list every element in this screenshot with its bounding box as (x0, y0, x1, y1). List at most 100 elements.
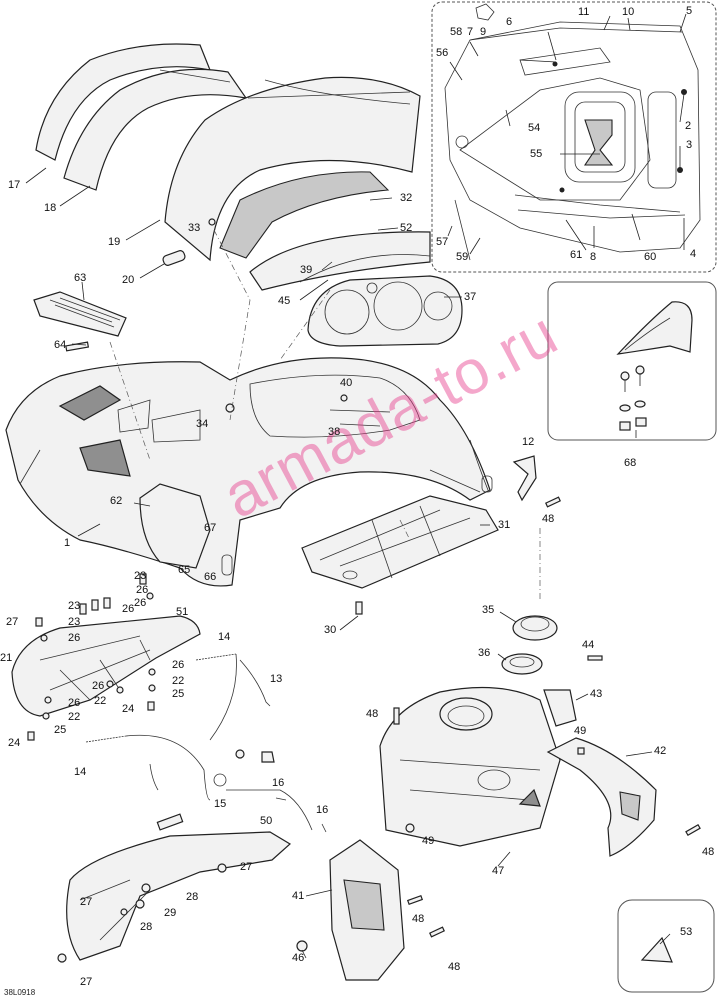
callout-60: 60 (644, 251, 657, 263)
side-panel-right (546, 737, 657, 857)
callout-1: 1 (64, 537, 71, 549)
springs-and-cables (85, 653, 327, 833)
mirror-detail-inset (547, 281, 717, 441)
callout-54: 54 (528, 122, 541, 134)
cluster-detail-inset (431, 1, 717, 273)
plate (543, 689, 577, 727)
callout-27-d: 27 (80, 976, 93, 988)
callout-6: 6 (506, 16, 513, 28)
callout-45: 45 (278, 295, 291, 307)
panel-insert-right (619, 791, 641, 821)
callout-26-g: 26 (134, 597, 147, 609)
callout-34: 34 (196, 418, 209, 430)
callout-22-a: 22 (172, 675, 185, 687)
callout-49-a: 49 (574, 725, 587, 737)
callout-48-e: 48 (448, 961, 461, 973)
callout-49-b: 49 (422, 835, 435, 847)
cap-part-53 (640, 936, 673, 963)
rear-bumper (57, 813, 292, 963)
callout-2: 2 (685, 120, 692, 132)
callout-27-a: 27 (6, 616, 19, 628)
callout-35: 35 (482, 604, 495, 616)
drawing-code: 38L0918 (4, 988, 36, 997)
callout-9: 9 (480, 26, 487, 38)
callout-17: 17 (8, 179, 21, 191)
callout-61: 61 (570, 249, 583, 261)
callout-26-a: 26 (136, 584, 149, 596)
side-panel-left (296, 839, 405, 981)
callout-38: 38 (328, 426, 341, 438)
callout-40: 40 (340, 377, 353, 389)
screws (406, 496, 701, 938)
callout-47: 47 (492, 865, 505, 877)
hood-main (5, 357, 493, 587)
callout-23-a: 23 (134, 570, 147, 582)
callout-5: 5 (686, 5, 693, 17)
callout-26-e: 26 (92, 680, 105, 692)
callout-37: 37 (464, 291, 477, 303)
mirror-assembly (616, 301, 693, 431)
callout-55: 55 (530, 148, 543, 160)
callout-14-upper: 14 (218, 631, 231, 643)
callout-56: 56 (436, 47, 449, 59)
callout-67: 67 (204, 522, 217, 534)
callout-59: 59 (456, 251, 469, 263)
callout-62: 62 (110, 495, 123, 507)
callout-53: 53 (680, 926, 693, 938)
callout-30: 30 (324, 624, 337, 636)
callout-50: 50 (260, 815, 273, 827)
callout-66: 66 (204, 571, 217, 583)
callout-23-c: 23 (68, 616, 81, 628)
callout-26-c: 26 (68, 632, 81, 644)
callout-4: 4 (690, 248, 697, 260)
callout-19: 19 (108, 236, 121, 248)
callout-22-b: 22 (94, 695, 107, 707)
callout-25-b: 25 (54, 724, 67, 736)
callout-48-b: 48 (366, 708, 379, 720)
callout-29: 29 (164, 907, 177, 919)
callout-22-c: 22 (68, 711, 81, 723)
callout-25-a: 25 (172, 688, 185, 700)
callout-28-b: 28 (140, 921, 153, 933)
callout-3: 3 (686, 139, 693, 151)
callout-52: 52 (400, 222, 413, 234)
callout-8: 8 (590, 251, 597, 263)
tray (301, 495, 499, 615)
callout-32: 32 (400, 192, 413, 204)
callout-48-a: 48 (542, 513, 555, 525)
callout-43: 43 (590, 688, 603, 700)
bracket (512, 455, 537, 502)
gauge-bezel (299, 254, 463, 347)
cluster-housing-detail (444, 3, 701, 261)
callout-24-a: 24 (122, 703, 135, 715)
callout-48-c: 48 (702, 846, 715, 858)
callout-24-b: 24 (8, 737, 21, 749)
callout-63: 63 (74, 272, 87, 284)
fasteners-left (27, 573, 156, 741)
callout-16-lower: 16 (316, 804, 329, 816)
callout-64: 64 (54, 339, 67, 351)
console-body (379, 686, 561, 847)
callout-42: 42 (654, 745, 667, 757)
callout-46: 46 (292, 952, 305, 964)
alignment-lines (109, 229, 541, 600)
callout-18: 18 (44, 202, 57, 214)
callout-26-b: 26 (122, 603, 135, 615)
callout-27-b: 27 (240, 861, 253, 873)
callout-26-d: 26 (172, 659, 185, 671)
callout-23-b: 23 (68, 600, 81, 612)
callout-27-c: 27 (80, 896, 93, 908)
cap-detail-inset (617, 899, 715, 993)
callout-20: 20 (122, 274, 135, 286)
callout-14-lower: 14 (74, 766, 87, 778)
callout-26-f: 26 (68, 697, 81, 709)
callout-65: 65 (178, 564, 191, 576)
bumper-brace (11, 615, 201, 717)
callout-68: 68 (624, 457, 637, 469)
callout-7: 7 (467, 26, 474, 38)
inner-panel (139, 483, 211, 569)
callout-36: 36 (478, 647, 491, 659)
callout-33: 33 (188, 222, 201, 234)
